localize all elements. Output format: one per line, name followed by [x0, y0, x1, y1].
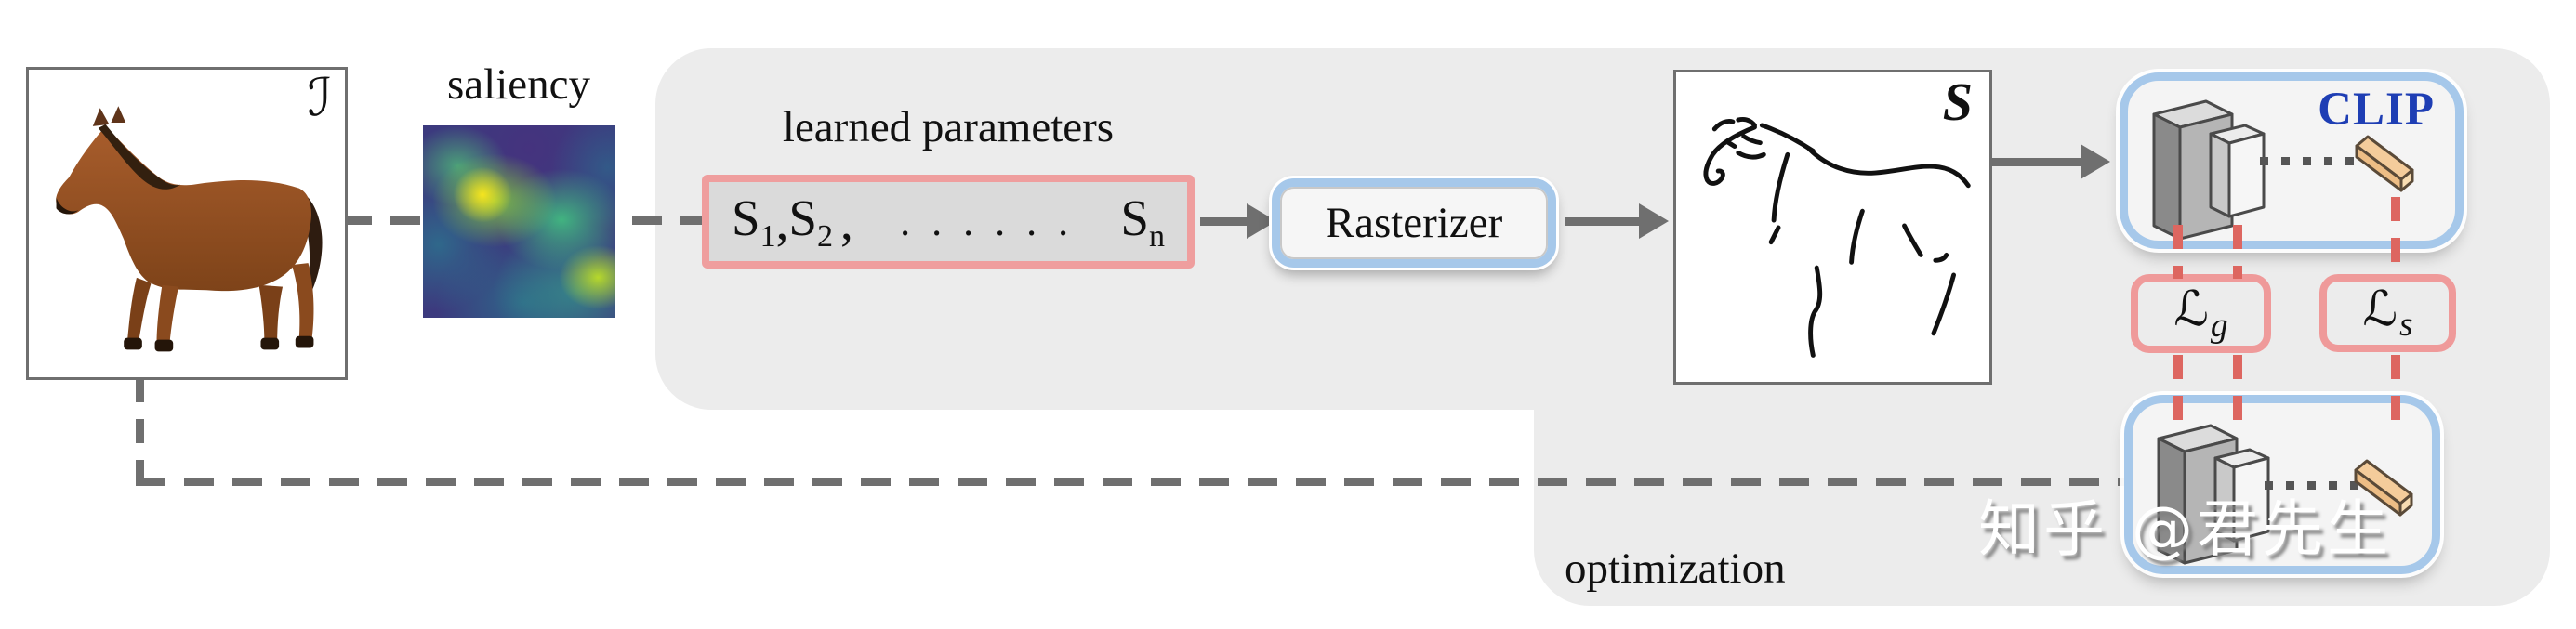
semantic-loss-box: ℒs — [2319, 274, 2456, 352]
embedding-vector-icon — [2355, 135, 2414, 192]
loss-s-label: ℒs — [2362, 281, 2413, 345]
dashed-line-input-down — [136, 378, 144, 482]
arrow-sketch-to-clip — [1989, 158, 2082, 166]
loss-connector-dash — [2391, 355, 2400, 426]
dashed-line-feedback — [136, 478, 2134, 486]
conv-layer-block-icon — [2213, 448, 2270, 543]
geometric-loss-box: ℒg — [2131, 274, 2271, 353]
loss-g-label: ℒg — [2173, 282, 2228, 345]
param-ellipsis: . . . . . . — [900, 199, 1075, 244]
param-sn: Sn — [1120, 190, 1165, 254]
arrowhead-rasterizer-to-sketch — [1639, 203, 1669, 239]
saliency-title: saliency — [447, 60, 590, 109]
loss-connector-dash — [2233, 225, 2242, 279]
loss-connector-dash — [2173, 225, 2183, 279]
arrowhead-sketch-to-clip — [2081, 144, 2110, 179]
clip-label: CLIP — [2318, 84, 2435, 136]
saliency-heatmap — [423, 125, 615, 318]
sketch-output-box: S — [1673, 70, 1992, 385]
arrowhead-params-to-rasterizer — [1247, 203, 1276, 239]
arrow-params-to-rasterizer — [1200, 217, 1248, 226]
loss-connector-dash — [2173, 355, 2183, 426]
ellipsis-dots-icon — [2260, 157, 2354, 165]
conv-layer-block-icon — [2209, 124, 2266, 218]
param-s1: S1 — [732, 190, 776, 254]
sketch-label: S — [1942, 72, 1973, 132]
rasterizer-label: Rasterizer — [1325, 199, 1503, 247]
watermark: 知乎 @君先生 — [1978, 493, 2392, 565]
horse-sketch — [1703, 117, 1971, 358]
embedding-vector-icon — [2354, 459, 2413, 517]
input-image-label: ℐ — [307, 68, 332, 128]
learned-parameters-title: learned parameters — [782, 103, 1115, 151]
learned-parameters-box: S1 , S2 , . . . . . . Sn — [702, 175, 1195, 269]
loss-connector-dash — [2233, 355, 2242, 426]
rasterizer-box: Rasterizer — [1272, 178, 1556, 268]
param-s2: S2 — [788, 190, 834, 254]
input-image-box: ℐ — [26, 67, 348, 380]
ellipsis-dots-icon — [2265, 481, 2358, 490]
loss-connector-dash — [2391, 197, 2400, 279]
horse-photo — [56, 106, 323, 352]
optimization-label: optimization — [1565, 544, 1786, 593]
clip-encoder-top: CLIP — [2120, 72, 2464, 249]
arrow-rasterizer-to-sketch — [1565, 217, 1641, 226]
param-comma2: , — [840, 193, 853, 250]
param-comma: , — [775, 193, 789, 250]
